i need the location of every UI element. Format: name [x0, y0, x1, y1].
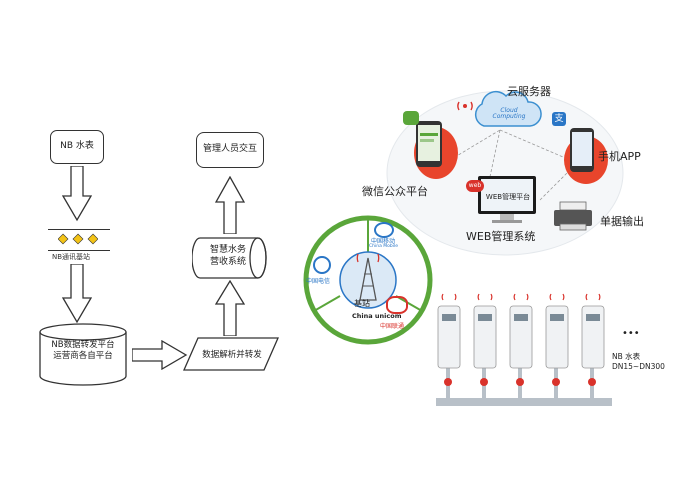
data-parse-label: 数据解析并转发: [202, 350, 262, 360]
water-system-label: 智慧水务 营收系统: [198, 244, 258, 268]
arrow-up-1: [215, 280, 245, 336]
wechat-logo-icon: [403, 111, 419, 125]
cloud-text: Cloud Computing: [492, 107, 526, 120]
base-station-top-line: [48, 229, 110, 230]
nb-meter-box: NB 水表: [50, 130, 104, 164]
nb-base-station-label: NB通讯基站: [52, 253, 91, 261]
base-station-bottom-line: [48, 250, 110, 251]
web-system-label: WEB管理系统: [466, 230, 536, 243]
water-system-line2: 营收系统: [209, 257, 246, 268]
web-badge: web: [466, 180, 484, 192]
admin-interact-label: 管理人员交互: [202, 144, 257, 155]
water-meters-row: [436, 293, 612, 406]
arrow-right: [132, 340, 188, 370]
china-telecom-logo-icon: [313, 256, 331, 274]
meters-line2: DN15~DN300: [612, 361, 665, 371]
printer-icon: [554, 201, 592, 231]
water-system-line1: 智慧水务: [209, 245, 246, 255]
cloud-wifi-icon: [457, 101, 473, 111]
mobile-app-phone-icon: [564, 128, 608, 184]
china-mobile-label: 中国移动: [371, 238, 396, 245]
china-telecom-label: 中国电信: [306, 278, 331, 285]
china-mobile-en-label: China Mobile: [369, 244, 399, 249]
china-mobile-logo-icon: [374, 222, 394, 238]
alipay-icon: 支: [552, 112, 566, 126]
admin-interact-box: 管理人员交互: [196, 132, 264, 168]
arrow-down-1: [62, 166, 92, 222]
base-station-label: 基站: [354, 299, 370, 308]
wechat-phone-icon: [414, 121, 458, 179]
china-unicom-en-label: China unicom: [352, 312, 402, 320]
nb-meter-label: NB 水表: [60, 141, 94, 152]
base-station-ring: [303, 215, 433, 345]
meters-line1: NB 水表: [612, 352, 641, 361]
receipt-output-label: 单据输出: [600, 215, 644, 228]
nb-platform-label: NB数据转发平台 运营商各自平台: [40, 340, 126, 363]
diamond-icons: [58, 233, 98, 245]
mobile-app-label: 手机APP: [598, 150, 641, 163]
cloud-icon: [474, 90, 542, 127]
nb-platform-line2: 运营商各自平台: [53, 351, 113, 362]
meters-label: NB 水表 DN15~DN300: [612, 352, 665, 372]
arrow-up-2: [215, 176, 245, 234]
wechat-label: 微信公众平台: [362, 185, 428, 198]
cloud-server-label: 云服务器: [507, 85, 551, 98]
china-unicom-label: 中国联通: [380, 323, 405, 330]
data-parse-shape: [183, 337, 279, 371]
nb-platform-database: [39, 323, 127, 386]
more-meters-dots: •••: [622, 328, 640, 339]
web-platform-screen-label: WEB管理平台: [485, 193, 531, 201]
nb-platform-line1: NB数据转发平台: [51, 340, 115, 350]
china-unicom-logo-icon: [386, 296, 408, 314]
web-monitor-icon: [478, 176, 536, 223]
arrow-down-2: [62, 264, 92, 324]
water-system-shape: [192, 237, 267, 279]
